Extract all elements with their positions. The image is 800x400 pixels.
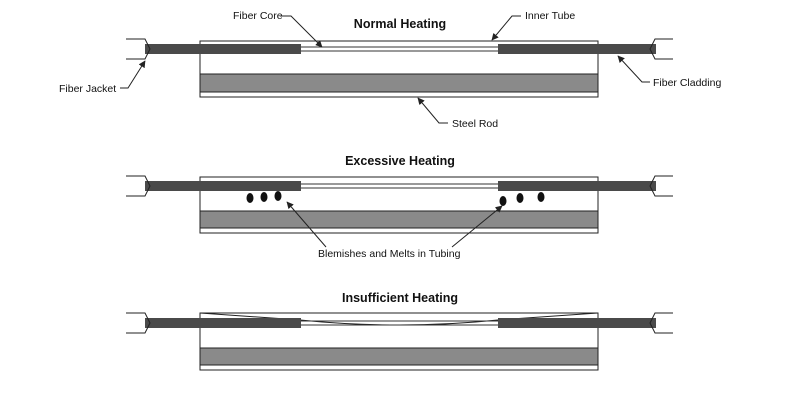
fiber-left: [145, 44, 301, 54]
fiber-jacket-right: [649, 312, 673, 334]
panel-title-normal: Normal Heating: [354, 17, 446, 31]
label-fiber-core: Fiber Core: [233, 10, 283, 22]
panel-insufficient-heating: Insufficient Heating: [126, 291, 673, 371]
fiber-left: [145, 318, 301, 328]
blemish: [274, 191, 282, 201]
panel-excessive-heating: Excessive Heating Blemishes and Melts in…: [126, 154, 673, 260]
leader-fiber-jacket: [120, 60, 146, 89]
fiber-right: [498, 318, 656, 328]
panel-title-excessive: Excessive Heating: [345, 154, 455, 168]
leader-inner-tube: [491, 15, 521, 41]
blemish: [260, 192, 268, 202]
label-inner-tube: Inner Tube: [525, 10, 575, 22]
steel-rod: [199, 347, 599, 366]
leader-blemishes-right: [451, 205, 503, 248]
panel-normal-heating: Normal Heating Fiber Core Inner Tube Fib…: [59, 10, 721, 130]
fiber-jacket-right: [649, 175, 673, 197]
fiber-right: [498, 181, 656, 191]
label-blemishes: Blemishes and Melts in Tubing: [318, 248, 461, 260]
fiber-jacket-right: [649, 38, 673, 60]
steel-rod: [199, 210, 599, 229]
fiber-jacket-left: [126, 312, 151, 334]
fiber-left: [145, 181, 301, 191]
steel-rod: [199, 73, 599, 93]
blemish: [537, 192, 545, 202]
fiber-jacket-left: [126, 175, 151, 197]
leader-fiber-cladding: [617, 55, 650, 83]
fiber-right: [498, 44, 656, 54]
leader-steel-rod: [417, 97, 448, 124]
panel-title-insufficient: Insufficient Heating: [342, 291, 458, 305]
leader-fiber-core: [280, 15, 323, 48]
blemish: [246, 193, 254, 203]
blemish: [499, 196, 507, 206]
blemish: [516, 193, 524, 203]
label-steel-rod: Steel Rod: [452, 118, 498, 130]
label-fiber-cladding: Fiber Cladding: [653, 77, 721, 89]
leader-blemishes-left: [286, 201, 327, 248]
fiber-jacket-left: [126, 38, 151, 60]
label-fiber-jacket: Fiber Jacket: [59, 83, 116, 95]
